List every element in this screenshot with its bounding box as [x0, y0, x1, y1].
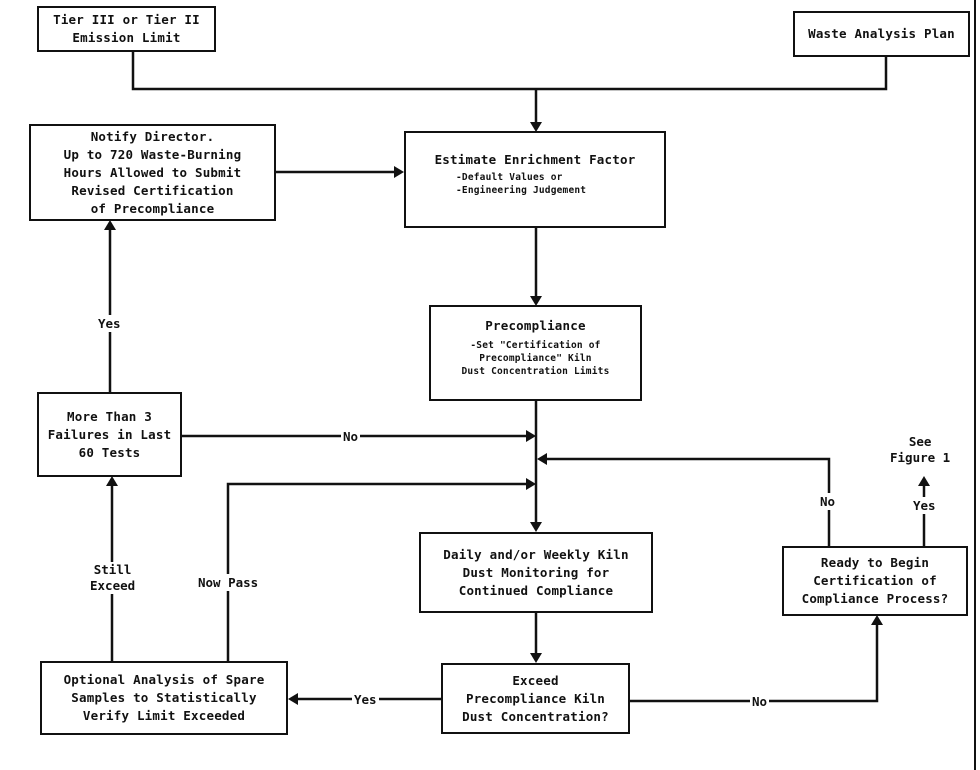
- node-text: More Than 3: [67, 408, 152, 424]
- edge-emission-limit-to-merge: [131, 50, 888, 91]
- node-bullet: -Engineering Judgement: [456, 185, 587, 196]
- arrowhead-see-figure: [918, 476, 930, 486]
- arrowhead-failures-no: [526, 430, 536, 442]
- arrowhead-optional-right: [288, 693, 298, 705]
- edge-label-now-pass: Now Pass: [196, 574, 261, 591]
- node-text: Emission Limit: [72, 30, 181, 45]
- node-emission-limit: Tier III or Tier II Emission Limit: [37, 6, 216, 52]
- node-bullet: Precompliance" Kiln: [479, 353, 592, 364]
- node-text: Waste Analysis Plan: [808, 26, 955, 41]
- node-bullet: -Set "Certification of: [470, 340, 601, 351]
- node-text: Up to 720 Waste-Burning: [63, 146, 242, 162]
- node-text: Tier III or Tier II: [53, 12, 200, 27]
- node-text: Failures in Last: [47, 426, 172, 442]
- edge-label-ready-no: No: [818, 493, 838, 510]
- arrowhead-now-pass: [526, 478, 536, 490]
- edge-label-ready-yes: Yes: [911, 497, 938, 514]
- arrowhead-enrichment-top: [530, 122, 542, 132]
- edge-label-failures-no: No: [341, 428, 361, 445]
- node-bullet: Dust Concentration Limits: [461, 366, 610, 377]
- edge-label-text: Figure 1: [890, 450, 951, 465]
- edge-label-see-figure-1: See Figure 1: [888, 434, 953, 466]
- edge-ready-no: [545, 457, 831, 546]
- node-notify-director: Notify Director. Up to 720 Waste-Burning…: [29, 124, 276, 221]
- node-text: Ready to Begin: [820, 555, 930, 570]
- arrowhead-exceed-top: [530, 653, 542, 663]
- edge-label-exceed-no: No: [750, 693, 770, 710]
- arrowhead-monitoring-top: [530, 522, 542, 532]
- node-text: of Precompliance: [90, 200, 215, 216]
- node-text: Dust Monitoring for: [462, 564, 610, 580]
- node-text: Certification of: [813, 573, 937, 588]
- node-ready-certification: Ready to Begin Certification of Complian…: [782, 546, 968, 616]
- arrowhead-ready-no: [537, 453, 547, 465]
- node-text: Verify Limit Exceeded: [82, 708, 246, 723]
- node-text: Precompliance Kiln: [465, 690, 606, 706]
- arrowhead-failures-bottom: [106, 476, 118, 486]
- node-exceed-concentration: Exceed Precompliance Kiln Dust Concentra…: [441, 663, 630, 734]
- node-text: 60 Tests: [78, 444, 141, 460]
- node-text: Samples to Statistically: [71, 690, 257, 705]
- node-text: Continued Compliance: [458, 582, 614, 598]
- node-title: Precompliance: [485, 318, 586, 333]
- node-title: Estimate Enrichment Factor: [434, 152, 636, 167]
- arrowhead-notify-bottom: [104, 220, 116, 230]
- arrowhead-ready-bottom: [871, 615, 883, 625]
- node-bullet: -Default Values or: [456, 172, 563, 183]
- node-optional-analysis: Optional Analysis of Spare Samples to St…: [40, 661, 288, 735]
- node-text: Optional Analysis of Spare: [63, 672, 265, 687]
- node-text: Notify Director.: [90, 128, 215, 144]
- edge-label-text: See: [908, 434, 932, 449]
- node-text: Dust Concentration?: [462, 708, 609, 724]
- edge-label-text: Still: [93, 562, 132, 577]
- edge-label-text: Exceed: [90, 578, 136, 593]
- node-text: Exceed: [512, 672, 559, 688]
- node-waste-analysis-plan: Waste Analysis Plan: [793, 11, 970, 57]
- arrowhead-precompliance-top: [530, 296, 542, 306]
- node-text: Compliance Process?: [801, 591, 949, 606]
- node-text: Revised Certification: [71, 182, 234, 198]
- edge-label-exceed-yes: Yes: [352, 691, 379, 708]
- node-text: Hours Allowed to Submit: [63, 164, 242, 180]
- edge-now-pass: [226, 482, 528, 661]
- node-enrichment-factor: Estimate Enrichment Factor -Default Valu…: [404, 131, 666, 228]
- node-kiln-dust-monitoring: Daily and/or Weekly Kiln Dust Monitoring…: [419, 532, 653, 613]
- edge-label-still-exceed: Still Exceed: [88, 562, 138, 594]
- node-precompliance: Precompliance -Set "Certification of Pre…: [429, 305, 642, 401]
- arrowhead-enrichment-left: [394, 166, 404, 178]
- edge-label-failures-yes: Yes: [96, 315, 123, 332]
- node-text: Daily and/or Weekly Kiln: [443, 546, 629, 562]
- edge-exceed-no: [629, 623, 879, 703]
- node-more-than-3-failures: More Than 3 Failures in Last 60 Tests: [37, 392, 182, 477]
